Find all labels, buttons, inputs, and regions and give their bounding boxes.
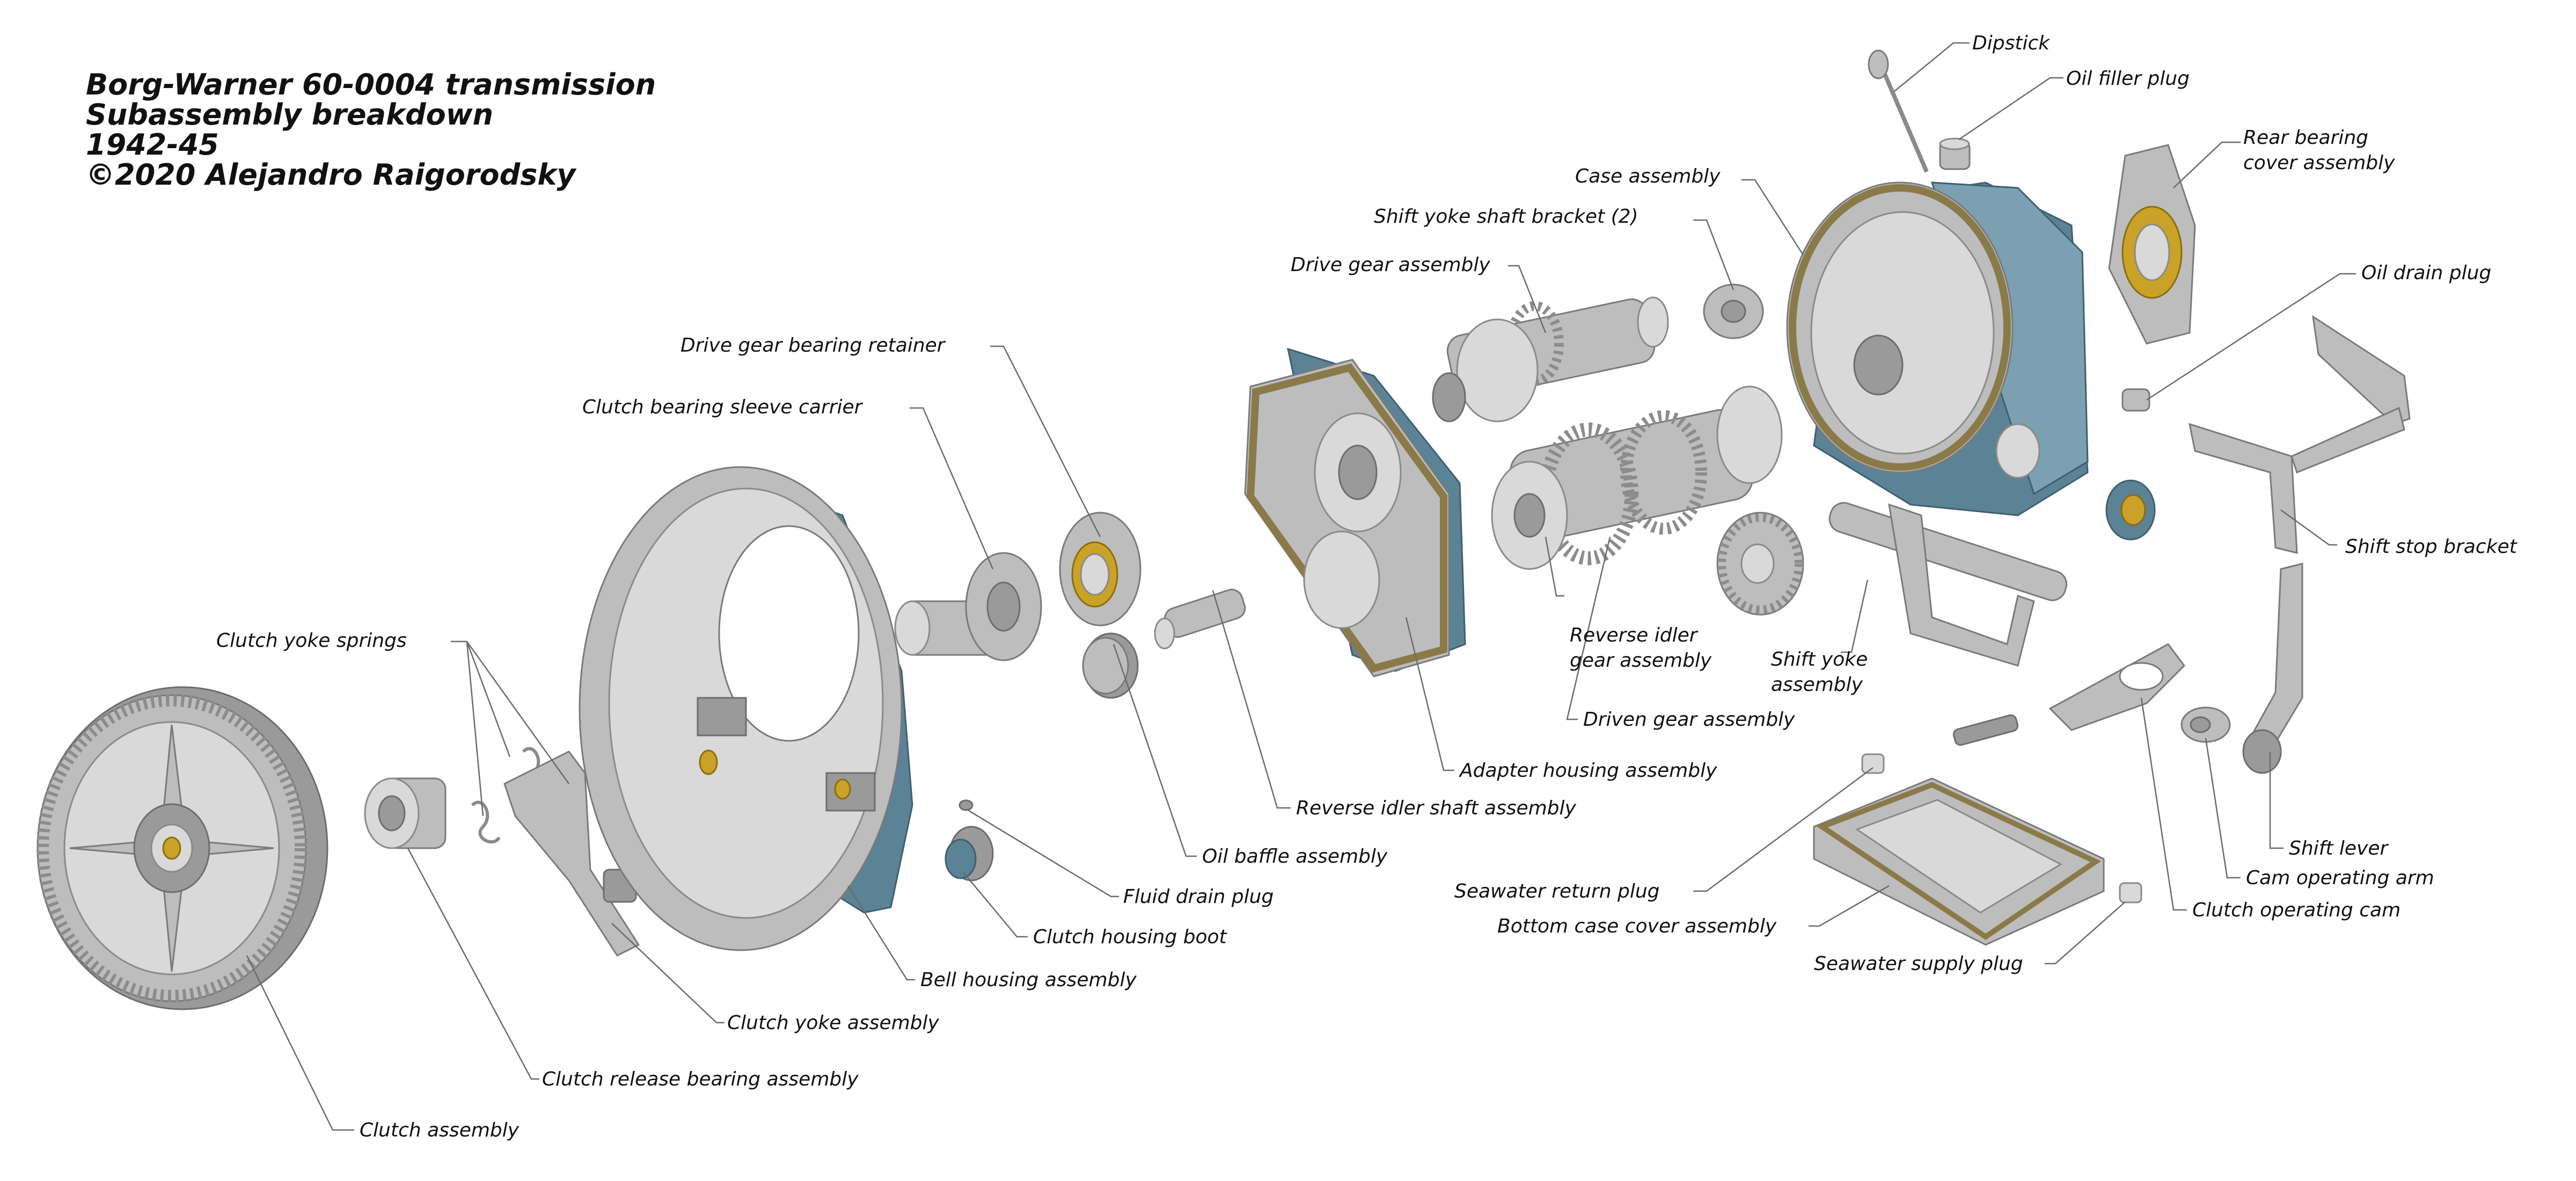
label-cam-operating-arm: Cam operating arm (2246, 867, 2434, 889)
oil-filler-plug-part (1939, 137, 1971, 170)
label-clutch-yoke-springs: Clutch yoke springs (216, 630, 407, 652)
reverse-idler-shaft-part (1154, 588, 1246, 650)
seawater-return-plug-part (1861, 753, 1885, 774)
label-drive-gear-assembly: Drive gear assembly (1291, 254, 1490, 276)
title-line-1: Borg-Warner 60-0004 transmission (86, 68, 656, 101)
label-driven-gear-assembly: Driven gear assembly (1583, 709, 1795, 731)
label-bell-housing-assembly: Bell housing assembly (920, 969, 1137, 991)
label-case-assembly: Case assembly (1575, 165, 1721, 187)
label-seawater-supply-plug: Seawater supply plug (1814, 953, 2023, 975)
clutch-assembly-part (36, 686, 328, 1010)
title-line-2: Subassembly breakdown (86, 98, 494, 132)
label-clutch-operating-cam: Clutch operating cam (2192, 899, 2401, 921)
label-shift-stop-bracket: Shift stop bracket (2345, 536, 2518, 558)
label-bottom-case-cover-assembly: Bottom case cover assembly (1497, 915, 1777, 937)
label-seawater-return-plug: Seawater return plug (1454, 880, 1660, 902)
title-block: Borg-Warner 60-0004 transmission Subasse… (86, 70, 656, 190)
reverse-idler-gear-part (1716, 512, 1804, 616)
adapter-housing-part (1244, 347, 1466, 677)
drive-gear-part (1432, 296, 1669, 422)
label-reverse-idler-gear-1: Reverse idler (1570, 624, 1699, 646)
small-bearing-part (2105, 479, 2156, 541)
dipstick-part (1868, 49, 1929, 173)
title-line-3: 1942-45 (86, 128, 219, 162)
shift-lever-part (2242, 563, 2303, 774)
shift-stop-bracket-part (2189, 315, 2411, 554)
drive-gear-bearing-retainer-part (1059, 512, 1141, 626)
part-labels: Dipstick Oil filler plug Rear bearing co… (216, 32, 2518, 1141)
clutch-housing-boot-part (945, 826, 994, 881)
label-shift-yoke-shaft-bracket: Shift yoke shaft bracket (2) (1374, 206, 1638, 228)
oil-drain-plug-part (2121, 388, 2150, 412)
label-clutch-bearing-sleeve-carrier: Clutch bearing sleeve carrier (582, 396, 863, 418)
shift-yoke-part (1828, 502, 2068, 667)
label-clutch-release-bearing-assembly: Clutch release bearing assembly (542, 1068, 859, 1090)
label-adapter-housing-assembly: Adapter housing assembly (1459, 760, 1717, 782)
label-clutch-housing-boot: Clutch housing boot (1033, 926, 1228, 948)
clutch-release-bearing-part (364, 777, 447, 849)
label-oil-filler-plug: Oil filler plug (2066, 68, 2190, 90)
driven-gear-part (1491, 385, 1783, 570)
fluid-drain-plug-part (958, 799, 974, 811)
label-shift-yoke-1: Shift yoke (1771, 648, 1868, 670)
bell-housing-part (579, 466, 913, 951)
bottom-case-cover-part (1813, 777, 2105, 946)
cam-operating-arm-part (2180, 706, 2231, 743)
label-clutch-yoke-assembly: Clutch yoke assembly (727, 1012, 940, 1034)
label-rear-bearing-cover-2: cover assembly (2243, 152, 2395, 174)
label-reverse-idler-gear-2: gear assembly (1570, 650, 1712, 672)
label-dipstick: Dipstick (1972, 32, 2051, 54)
title-line-4: ©2020 Alejandro Raigorodsky (86, 158, 576, 192)
leader-lines (246, 42, 2356, 1131)
seawater-supply-plug-part (2119, 882, 2142, 903)
label-clutch-assembly: Clutch assembly (360, 1119, 519, 1141)
label-reverse-idler-shaft-assembly: Reverse idler shaft assembly (1296, 797, 1577, 819)
label-oil-baffle-assembly: Oil baffle assembly (1202, 845, 1388, 867)
rear-bearing-cover-part (2108, 144, 2196, 345)
label-oil-drain-plug: Oil drain plug (2361, 262, 2491, 284)
label-rear-bearing-cover-1: Rear bearing (2243, 127, 2368, 149)
label-drive-gear-bearing-retainer: Drive gear bearing retainer (680, 334, 946, 356)
case-assembly-part (1786, 181, 2089, 516)
label-fluid-drain-plug: Fluid drain plug (1123, 886, 1274, 908)
label-shift-yoke-2: assembly (1771, 674, 1863, 696)
clutch-operating-cam-part (1952, 643, 2185, 746)
clutch-bearing-sleeve-carrier-part (894, 552, 1042, 661)
shift-yoke-shaft-bracket-part (1703, 283, 1764, 339)
oil-baffle-part (1082, 632, 1139, 699)
label-shift-lever: Shift lever (2289, 837, 2389, 859)
